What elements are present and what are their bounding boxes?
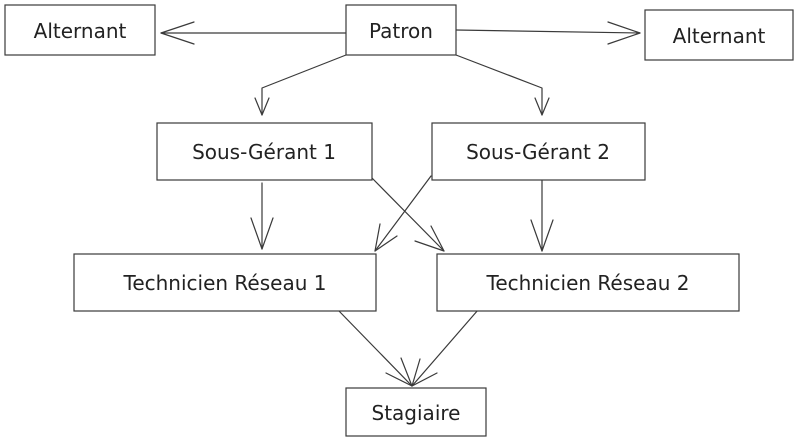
- edge-sous-gerant-2-to-technicien-2: [530, 179, 554, 252]
- node-stagiaire: Stagiaire: [345, 387, 487, 437]
- node-alternant-left-label: Alternant: [34, 19, 127, 43]
- node-sous-gerant-2-label: Sous-Gérant 2: [466, 140, 610, 164]
- edge-sous-gerant-2-to-technicien-1: [374, 175, 432, 252]
- node-sous-gerant-1-label: Sous-Gérant 1: [192, 140, 336, 164]
- node-patron-label: Patron: [369, 19, 433, 43]
- edge-technicien-1-to-stagiaire: [337, 309, 413, 387]
- node-sous-gerant-1: Sous-Gérant 1: [156, 122, 373, 181]
- node-technicien-1: Technicien Réseau 1: [73, 253, 377, 312]
- node-technicien-2: Technicien Réseau 2: [436, 253, 740, 312]
- node-alternant-right: Alternant: [644, 9, 794, 61]
- node-technicien-1-label: Technicien Réseau 1: [123, 271, 327, 295]
- edge-patron-to-alternant-right: [455, 21, 641, 45]
- edge-patron-to-alternant-left: [160, 21, 347, 45]
- edge-patron-to-sous-gerant-2: [455, 54, 550, 116]
- edge-sous-gerant-1-to-technicien-1: [250, 182, 274, 250]
- node-stagiaire-label: Stagiaire: [372, 401, 461, 425]
- node-technicien-2-label: Technicien Réseau 2: [486, 271, 690, 295]
- edge-sous-gerant-1-to-technicien-2: [369, 175, 445, 252]
- node-sous-gerant-2: Sous-Gérant 2: [431, 122, 646, 181]
- edge-patron-to-sous-gerant-1: [254, 54, 347, 116]
- edge-technicien-2-to-stagiaire: [411, 309, 479, 387]
- nodes: Patron Alternant Alternant Sous-Gérant 1…: [4, 4, 794, 437]
- node-alternant-right-label: Alternant: [673, 24, 766, 48]
- edges: [160, 21, 641, 387]
- node-alternant-left: Alternant: [4, 4, 156, 56]
- node-patron: Patron: [345, 4, 457, 56]
